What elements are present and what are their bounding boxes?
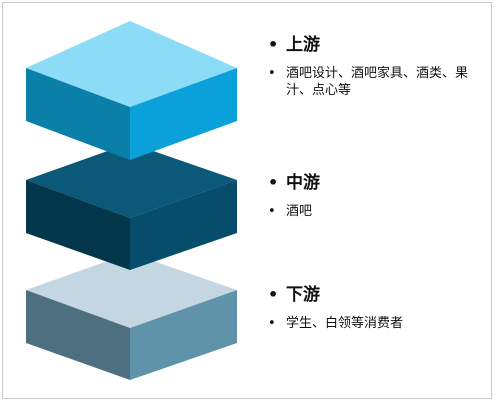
layer-midstream-top — [26, 143, 237, 218]
layer-upstream — [26, 21, 237, 160]
layer-upstream-right — [130, 68, 237, 160]
tier-midstream: • 中游 • 酒吧 — [268, 172, 488, 220]
layer-downstream — [26, 253, 237, 380]
layer-downstream-top — [26, 253, 237, 328]
layer-upstream-top — [26, 21, 237, 107]
bullet-dot-icon: • — [268, 66, 276, 81]
industry-chain-stack — [26, 21, 237, 380]
tier-upstream-title: 上游 — [286, 35, 320, 55]
bullet-dot-icon: • — [268, 35, 279, 54]
bullet-dot-icon: • — [268, 173, 279, 192]
tier-upstream: • 上游 • 酒吧设计、酒吧家具、酒类、果汁、点心等 — [268, 34, 488, 99]
tier-midstream-description: 酒吧 — [286, 204, 313, 219]
bullet-dot-icon: • — [268, 316, 276, 331]
layer-midstream-right — [130, 180, 237, 270]
layer-midstream-left — [26, 180, 130, 270]
layer-midstream — [26, 143, 237, 270]
tier-downstream-description: 学生、白领等消费者 — [286, 316, 404, 331]
tier-downstream: • 下游 • 学生、白领等消费者 — [268, 284, 488, 332]
diagram-frame — [2, 2, 492, 399]
layer-downstream-left — [26, 290, 130, 380]
bullet-dot-icon: • — [268, 204, 276, 219]
layer-downstream-right — [130, 290, 237, 380]
tier-upstream-description: 酒吧设计、酒吧家具、酒类、果汁、点心等 — [286, 66, 469, 98]
bullet-dot-icon: • — [268, 285, 279, 304]
tier-midstream-title: 中游 — [286, 173, 320, 193]
tier-downstream-title: 下游 — [286, 285, 320, 305]
layer-upstream-left — [26, 68, 130, 160]
